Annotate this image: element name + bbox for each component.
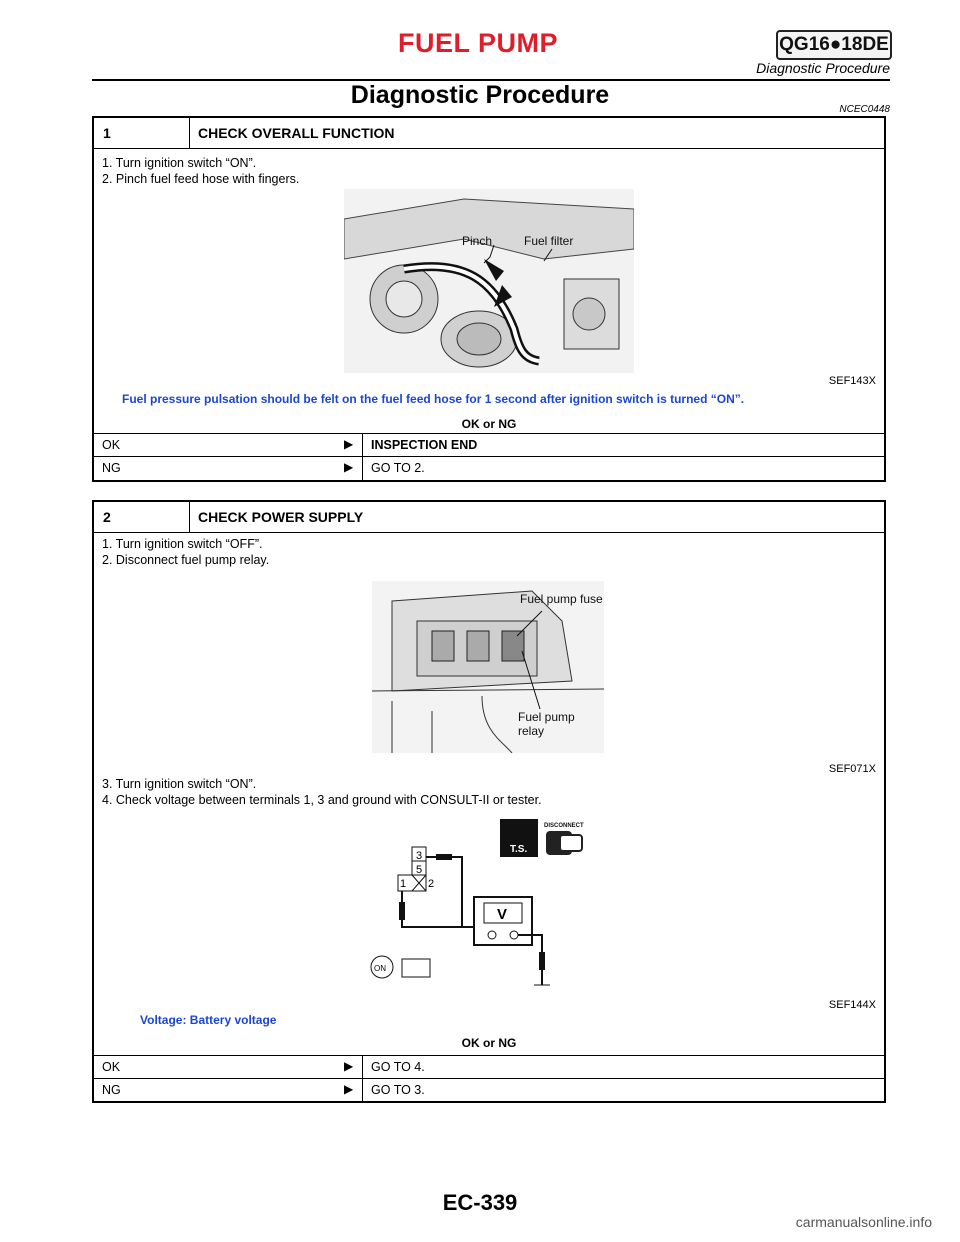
step-2-header: 2 CHECK POWER SUPPLY	[94, 502, 884, 533]
step-2-result-ng: NG ▶ GO TO 3.	[94, 1078, 884, 1102]
step-2-number: 2	[94, 502, 190, 532]
watermark: carmanualsonline.info	[795, 1214, 932, 1230]
terminal-1: 1	[400, 878, 406, 890]
fuel-pump-fuse-label: Fuel pump fuse	[520, 592, 603, 606]
result-value: GO TO 3.	[371, 1083, 425, 1097]
step-2-spec: Voltage: Battery voltage	[140, 1013, 277, 1027]
step-2-line-4: 4. Check voltage between terminals 1, 3 …	[102, 793, 542, 807]
result-key: OK	[102, 1060, 121, 1074]
step-1-header: 1 CHECK OVERALL FUNCTION	[94, 118, 884, 149]
arrow-icon: ▶	[344, 1059, 354, 1073]
step-2-line-3: 3. Turn ignition switch “ON”.	[102, 777, 257, 791]
fig-code-sef071x: SEF071X	[828, 763, 876, 775]
step-2-ok-ng: OK or NG	[461, 1036, 517, 1050]
header-title: FUEL PUMP	[398, 28, 559, 58]
arrow-icon: ▶	[344, 437, 354, 451]
step-1-line-2: 2. Pinch fuel feed hose with fingers.	[102, 172, 300, 186]
fuel-pump-relay-label-1: Fuel pump	[518, 710, 575, 724]
ts-label: T.S.	[510, 844, 527, 855]
fuel-pump-relay-label-2: relay	[518, 724, 544, 738]
relay-box-figure: Fuel pump fuse Fuel pump relay	[371, 581, 605, 754]
step-1-result-ok: OK ▶ INSPECTION END	[94, 433, 884, 457]
result-key: NG	[102, 461, 121, 475]
step-1-ok-ng: OK or NG	[461, 417, 517, 431]
step-2-line-2: 2. Disconnect fuel pump relay.	[102, 553, 270, 567]
fuel-filter-label: Fuel filter	[524, 234, 573, 248]
step-1-number: 1	[94, 118, 190, 148]
fig-code-sef143x: SEF143X	[828, 375, 876, 387]
page-number: EC-339	[442, 1190, 518, 1215]
engine-badge: QG16●18DE	[776, 30, 892, 60]
step-2-title: CHECK POWER SUPPLY	[198, 509, 364, 525]
terminal-3: 3	[416, 850, 422, 862]
header-subtitle: Diagnostic Procedure	[756, 60, 890, 76]
step-2-box: 2 CHECK POWER SUPPLY 1. Turn ignition sw…	[92, 500, 886, 1103]
step-1-result-ng: NG ▶ GO TO 2.	[94, 456, 884, 480]
header-rule	[92, 79, 890, 81]
disconnect-label: DISCONNECT	[544, 823, 584, 829]
step-1-spec: Fuel pressure pulsation should be felt o…	[122, 392, 745, 406]
pinch-label: Pinch	[462, 234, 492, 248]
step-2-line-1: 1. Turn ignition switch “OFF”.	[102, 537, 263, 551]
result-value: GO TO 4.	[371, 1060, 425, 1074]
step-2-result-ok: OK ▶ GO TO 4.	[94, 1055, 884, 1079]
voltmeter-v: V	[497, 906, 507, 923]
result-key: NG	[102, 1083, 121, 1097]
arrow-icon: ▶	[344, 1082, 354, 1096]
fig-code-sef144x: SEF144X	[828, 999, 876, 1011]
engine-bay-figure: Pinch Fuel filter	[343, 189, 635, 373]
result-value: INSPECTION END	[371, 438, 478, 452]
step-1-title: CHECK OVERALL FUNCTION	[198, 125, 395, 141]
terminal-5: 5	[416, 864, 422, 876]
result-key: OK	[102, 438, 121, 452]
arrow-icon: ▶	[344, 460, 354, 474]
page-title: Diagnostic Procedure	[350, 81, 610, 109]
step-1-box: 1 CHECK OVERALL FUNCTION 1. Turn ignitio…	[92, 116, 886, 482]
result-value: GO TO 2.	[371, 461, 425, 475]
terminal-2: 2	[428, 878, 434, 890]
ignition-on-label: ON	[374, 964, 386, 973]
section-code: NCEC0448	[839, 104, 890, 115]
voltage-check-figure: T.S. DISCONNECT 3 5 1 2 V	[352, 817, 592, 989]
step-1-line-1: 1. Turn ignition switch “ON”.	[102, 156, 257, 170]
